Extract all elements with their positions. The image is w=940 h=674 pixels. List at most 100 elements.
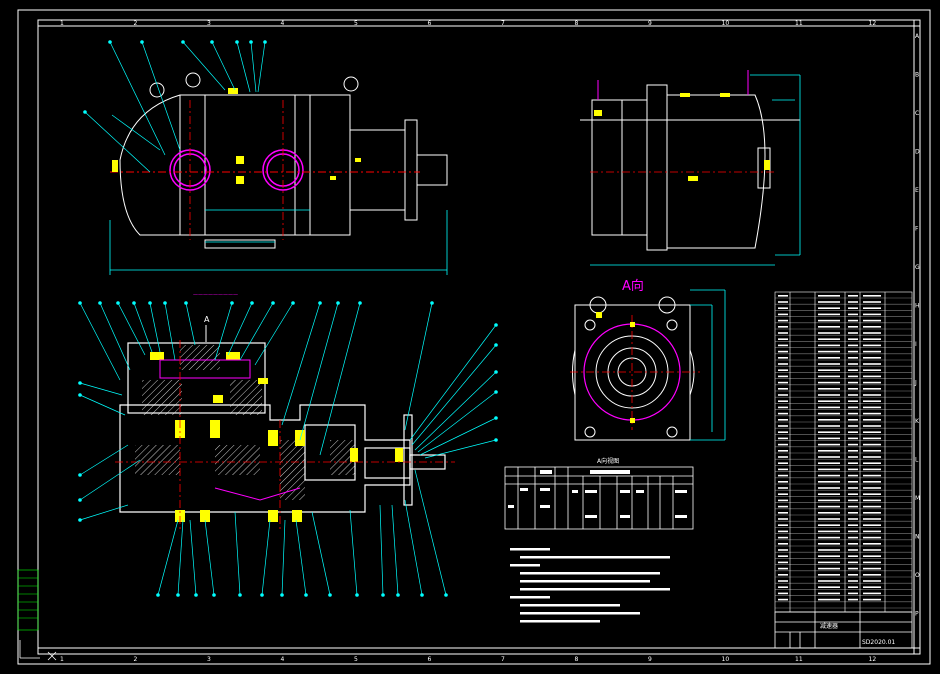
leader-line xyxy=(417,391,497,453)
zone-letter: I xyxy=(915,341,917,348)
zone-letter: P xyxy=(915,611,919,618)
leader-line xyxy=(164,302,176,361)
balloon-dot xyxy=(176,593,180,597)
title-block[interactable] xyxy=(774,611,913,649)
zone-letter: H xyxy=(915,303,920,310)
zone-number-top: 12 xyxy=(869,20,877,27)
leader-line xyxy=(261,519,271,596)
zone-number-bottom: 1 xyxy=(60,656,64,663)
note-line xyxy=(510,564,540,567)
zone-letter: G xyxy=(915,264,920,271)
view-a-caption: A向视图 xyxy=(597,457,619,465)
drawing-frame xyxy=(17,9,931,665)
balloon-dot xyxy=(280,593,284,597)
zone-number-top: 11 xyxy=(795,20,803,27)
zone-number-top: 2 xyxy=(134,20,138,27)
section-view-assembly[interactable] xyxy=(115,340,455,530)
balloon-dot xyxy=(430,301,434,305)
ucs-icon xyxy=(19,640,57,661)
leader-line xyxy=(79,302,121,381)
parts-list-rows xyxy=(778,295,881,601)
leader-line xyxy=(117,302,146,356)
balloon-dot xyxy=(78,473,82,477)
balloon-dot xyxy=(238,593,242,597)
zone-number-top: 9 xyxy=(648,20,652,27)
leader-line xyxy=(404,302,433,431)
zone-letter: E xyxy=(915,187,919,194)
balloon-dot xyxy=(148,301,152,305)
note-line xyxy=(520,556,670,559)
balloon-dot xyxy=(494,416,498,420)
leader-line xyxy=(133,302,153,353)
leader-line xyxy=(79,504,129,521)
note-line xyxy=(510,596,550,599)
note-line xyxy=(520,572,660,575)
leader-line xyxy=(79,459,141,501)
leader-line xyxy=(414,371,497,451)
balloon-dot xyxy=(494,438,498,442)
technical-table-content xyxy=(508,470,687,518)
balloon-dot xyxy=(184,301,188,305)
leader-line xyxy=(319,302,361,456)
balloon-dot xyxy=(98,301,102,305)
zone-letter: C xyxy=(915,110,919,117)
zone-number-bottom: 5 xyxy=(354,656,358,663)
zone-number-top: 6 xyxy=(428,20,432,27)
balloon-dot xyxy=(250,301,254,305)
technical-requirements-notes xyxy=(510,548,670,623)
zone-number-bottom: 10 xyxy=(722,656,730,663)
balloon-dot xyxy=(132,301,136,305)
zone-letter: K xyxy=(915,418,920,425)
balloon-dot xyxy=(381,593,385,597)
zone-number-bottom: 11 xyxy=(795,656,803,663)
technical-characteristics-table[interactable] xyxy=(504,466,694,530)
leader-line xyxy=(299,302,339,441)
leader-line xyxy=(411,344,497,446)
leader-line xyxy=(295,519,307,596)
leader-line xyxy=(79,382,123,396)
balloon-dot xyxy=(328,593,332,597)
zone-number-bottom: 3 xyxy=(207,656,211,663)
leader-line xyxy=(409,324,497,441)
zone-letter: O xyxy=(915,572,920,579)
zone-letter: N xyxy=(915,534,920,541)
leader-line xyxy=(177,519,184,596)
view-a-label: A向 xyxy=(622,278,644,294)
leader-line xyxy=(204,519,215,596)
balloon-dot xyxy=(420,593,424,597)
balloon-dot xyxy=(78,498,82,502)
leader-line xyxy=(79,444,129,476)
revision-block xyxy=(17,569,39,631)
front-view-leaders xyxy=(84,41,266,173)
front-view-housing[interactable] xyxy=(109,72,448,275)
balloon-dot xyxy=(494,323,498,327)
balloon-dot xyxy=(78,381,82,385)
leader-line xyxy=(414,469,447,596)
side-view-housing[interactable] xyxy=(580,70,801,266)
leader-line xyxy=(391,504,399,596)
balloon-dot xyxy=(494,370,498,374)
zone-letter: M xyxy=(915,495,920,502)
leader-line xyxy=(214,302,233,361)
zone-letter: J xyxy=(914,380,917,387)
zone-number-bottom: 8 xyxy=(575,656,579,663)
balloon-dot xyxy=(494,390,498,394)
title-block-name: 减速器 xyxy=(820,622,838,630)
zone-letter: L xyxy=(915,457,919,464)
balloon-dot xyxy=(494,343,498,347)
balloon-dot xyxy=(156,593,160,597)
balloon-dot xyxy=(78,301,82,305)
leader-line xyxy=(254,302,294,366)
zone-number-top: 5 xyxy=(354,20,358,27)
zone-number-top: 10 xyxy=(722,20,730,27)
balloon-dot xyxy=(212,593,216,597)
view-a-flange[interactable] xyxy=(570,289,726,441)
parts-list-table[interactable] xyxy=(774,291,913,613)
title-block-code: SD2020.01 xyxy=(862,639,895,646)
balloon-dot xyxy=(396,593,400,597)
section-arrow-label: A xyxy=(204,315,210,324)
